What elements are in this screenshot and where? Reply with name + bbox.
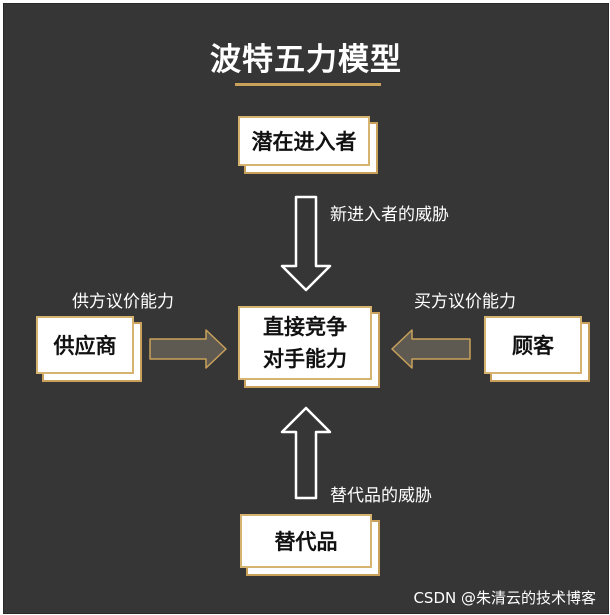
- node-buyers: 顾客: [484, 316, 582, 374]
- arrow-substitutes-up: [280, 406, 332, 500]
- edge-label-substitute-threat: 替代品的威胁: [330, 486, 432, 506]
- watermark: CSDN @朱清云的技术博客: [413, 589, 596, 607]
- arrow-suppliers-right: [149, 329, 227, 369]
- edge-label-entrants-threat: 新进入者的威胁: [330, 205, 449, 225]
- edge-label-supplier-power: 供方议价能力: [72, 292, 174, 312]
- arrow-entrants-down: [280, 195, 332, 292]
- node-buyers-label: 顾客: [512, 334, 554, 358]
- node-suppliers-label: 供应商: [53, 334, 117, 358]
- title-underline: [235, 83, 381, 86]
- node-entrants: 潜在进入者: [238, 116, 370, 166]
- node-suppliers: 供应商: [36, 316, 134, 374]
- node-entrants-label: 潜在进入者: [251, 130, 357, 154]
- edge-label-buyer-power: 买方议价能力: [414, 292, 516, 312]
- arrows-layer: [149, 195, 471, 500]
- arrow-buyers-left: [391, 329, 471, 369]
- node-substitutes: 替代品: [240, 514, 372, 568]
- diagram-title: 波特五力模型: [210, 42, 402, 78]
- node-substitutes-label: 替代品: [274, 530, 338, 554]
- diagram-board: 波特五力模型 潜在进入者 直接竞争 对手能力 供应商 顾客 替代品 新进入者的威…: [3, 3, 609, 614]
- node-rivalry: 直接竞争 对手能力: [238, 306, 372, 380]
- node-rivalry-line1: 直接竞争: [263, 315, 347, 339]
- node-rivalry-line2: 对手能力: [263, 347, 347, 371]
